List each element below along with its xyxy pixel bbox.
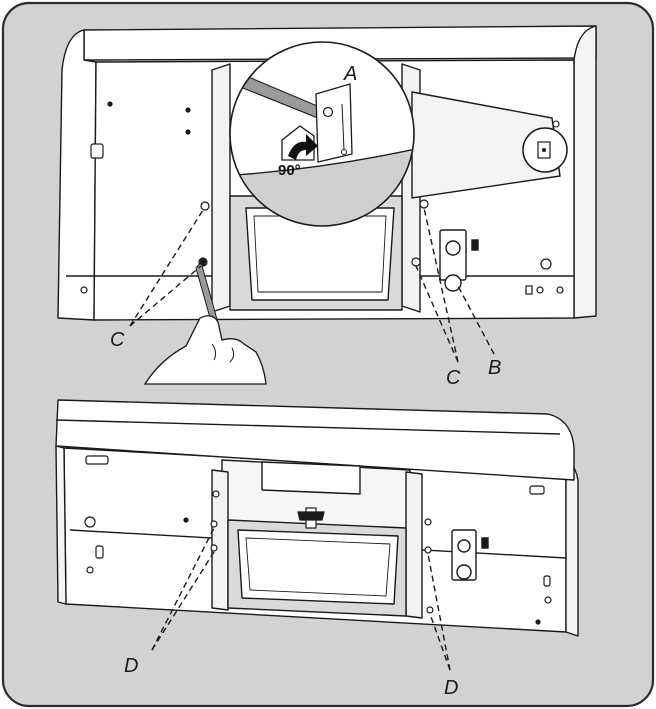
detail-origin-dot [542,148,546,152]
magnifier-outline [229,41,415,227]
screw-hole-d1 [210,520,218,528]
callout-label-d-right: D [444,677,458,699]
bottom-hood-lip-edge [55,419,561,435]
bottom-hood-holes [84,455,552,625]
top-hole [80,286,88,294]
bottom-filter-mesh [237,529,399,605]
top-knockout [445,240,461,256]
bottom-filter-inner-edge [245,537,391,597]
top-electrical-box [439,229,479,292]
bottom-hole [544,596,552,604]
bottom-hole [424,518,432,526]
screw-hole-c3 [419,199,429,209]
magnifier-bracket-hole [322,106,334,118]
detail-origin [522,120,568,173]
top-rivet [185,107,191,113]
hand-icon [143,315,267,385]
bottom-rivet [183,517,189,523]
top-strain-relief [444,274,462,292]
bottom-knockout [457,539,471,553]
leader-b [457,285,495,355]
top-hole [536,286,544,294]
bottom-hood-view [55,399,579,637]
callout-label-b: B [488,357,501,379]
hand-finger-line [229,347,235,363]
bottom-left-divider [211,469,229,611]
leader-c-to-hole-2 [129,265,202,327]
bottom-leader-lines [151,527,451,671]
callout-label-a: A [343,63,357,85]
bottom-rivet [535,619,541,625]
bottom-connector [481,537,489,549]
bottom-keyhole [84,516,96,528]
screw-hole-d3 [424,546,432,554]
magnifier-bracket-edge [341,103,345,151]
callout-label-c-right: C [446,367,461,389]
magnifier-bracket [315,83,353,163]
hand-with-screwdriver [143,258,267,385]
screw-hole-d2 [210,544,218,552]
bottom-right-divider [405,471,423,619]
screw-hole-c4 [411,257,421,267]
top-leader-lines [129,207,495,363]
leader-c-to-hole-4 [415,265,459,363]
detail-origin-hole [552,120,560,128]
bottom-hole [86,566,94,574]
blower-bolt-head [297,511,325,521]
bottom-blower-panel [261,461,361,495]
screwdriver-tip [199,258,207,266]
bottom-slot [543,575,551,587]
bottom-electrical-box [451,529,489,581]
top-rivet [185,129,191,135]
bottom-strain-relief [456,564,472,580]
angle-label: 90° [278,162,301,179]
bottom-blower-bolt [297,507,325,529]
leader-d-to-hole-1 [151,527,215,651]
screw-hole-c1 [200,201,210,211]
hand-finger-line [211,343,217,361]
top-hole [556,286,564,294]
callout-label-d-left: D [124,655,138,677]
screw-hole-d4 [426,606,434,614]
magnifier-bracket-pin [341,149,347,155]
leader-c-to-hole-1 [129,209,204,327]
bottom-hole [212,490,220,498]
bottom-left-bracket [85,455,109,465]
top-connector [471,239,479,251]
top-left-bracket [90,143,104,159]
bottom-hood-left-side [55,445,67,605]
top-rivet [107,101,113,107]
leader-c-to-hole-3 [423,207,459,363]
bottom-right-bracket [529,485,545,495]
top-keyhole [540,258,552,270]
top-hood-left-divider [211,63,231,313]
callout-label-c-left: C [110,329,125,351]
bottom-hood-front-lip [55,399,575,481]
rotate-arrow-icon [288,134,318,160]
top-hood-right-side [573,25,597,319]
bottom-slot [95,545,104,559]
magnifier-connector [411,91,561,199]
top-slot [525,285,533,295]
